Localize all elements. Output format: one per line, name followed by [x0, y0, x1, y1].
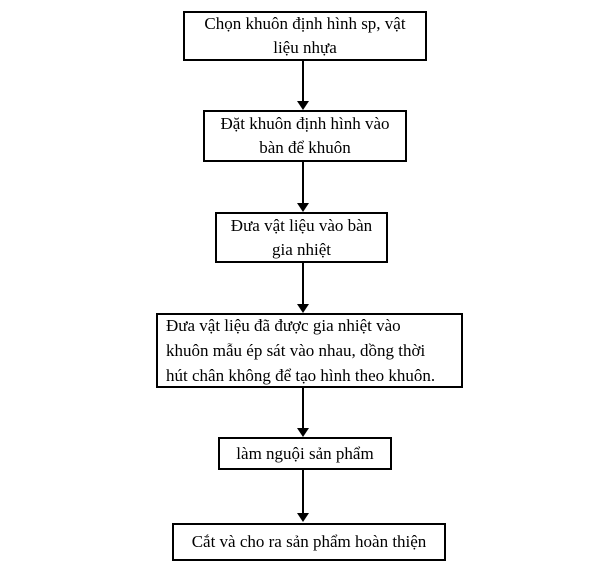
- arrow-head: [297, 101, 309, 110]
- step-label: Đưa vật liệu vào bàn gia nhiệt: [230, 215, 373, 259]
- arrow-shaft: [302, 263, 304, 306]
- flowchart-step-cut-finish: Cắt và cho ra sản phẩm hoàn thiện: [172, 523, 446, 561]
- arrow-down-icon: [297, 61, 309, 110]
- arrow-down-icon: [297, 470, 309, 522]
- flowchart-step-place-mold: Đặt khuôn định hình vào bàn để khuôn: [203, 110, 407, 162]
- arrow-head: [297, 513, 309, 522]
- flowchart-step-cool-product: làm nguội sản phẩm: [218, 437, 392, 470]
- step-label: Cắt và cho ra sản phẩm hoàn thiện: [191, 532, 427, 551]
- step-label: Đưa vật liệu đã được gia nhiệt vào khuôn…: [166, 316, 436, 385]
- flowchart-step-select-mold: Chọn khuôn định hình sp, vật liệu nhựa: [183, 11, 427, 61]
- step-label: Chọn khuôn định hình sp, vật liệu nhựa: [204, 14, 406, 57]
- flowchart-step-heat-material: Đưa vật liệu vào bàn gia nhiệt: [215, 212, 388, 263]
- arrow-head: [297, 304, 309, 313]
- arrow-head: [297, 203, 309, 212]
- arrow-shaft: [302, 388, 304, 430]
- arrow-down-icon: [297, 162, 309, 212]
- flowchart-step-vacuum-form: Đưa vật liệu đã được gia nhiệt vào khuôn…: [156, 313, 463, 388]
- arrow-down-icon: [297, 388, 309, 437]
- arrow-down-icon: [297, 263, 309, 313]
- arrow-shaft: [302, 61, 304, 103]
- step-label: Đặt khuôn định hình vào bàn để khuôn: [220, 114, 390, 157]
- step-label: làm nguội sản phẩm: [236, 443, 374, 463]
- arrow-shaft: [302, 470, 304, 515]
- arrow-shaft: [302, 162, 304, 205]
- arrow-head: [297, 428, 309, 437]
